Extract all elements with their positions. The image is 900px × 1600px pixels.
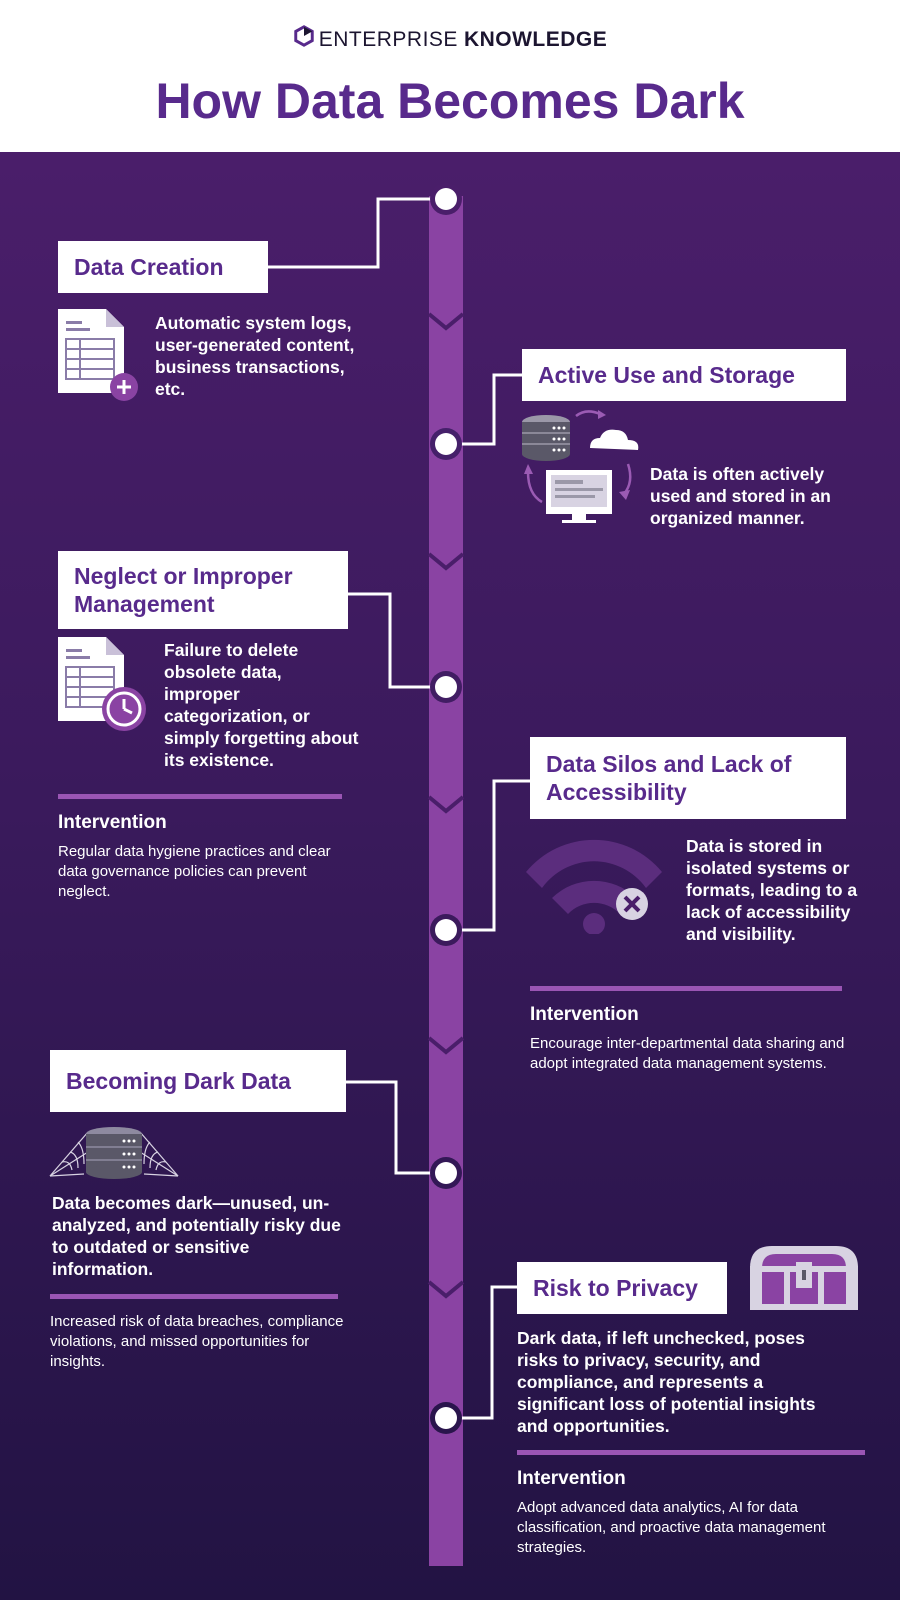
stage-divider [50, 1294, 338, 1299]
timeline-canvas: Data Creation Automatic system logs, use… [0, 152, 900, 1600]
brand-name-light: ENTERPRISE [318, 28, 458, 51]
timeline-node [435, 1162, 457, 1184]
intervention-text: Encourage inter-departmental data sharin… [530, 1035, 845, 1072]
timeline-connectors [268, 197, 530, 1420]
intervention-label: Intervention [58, 812, 167, 833]
server-cloud-computer-icon [522, 410, 639, 523]
stage-divider [58, 794, 342, 799]
stage-description: Dark data, if left unchecked, poses risk… [517, 1328, 816, 1436]
stage-title: Data Silos and Lack of Accessibility [546, 751, 792, 805]
brand-name-bold: KNOWLEDGE [463, 28, 608, 51]
stage-divider [530, 986, 842, 991]
stage-card-risk-privacy: Risk to Privacy [517, 1262, 727, 1314]
intervention-label: Intervention [530, 1004, 639, 1025]
timeline-node [435, 919, 457, 941]
timeline-graphic [268, 183, 530, 1566]
stage-title: Risk to Privacy [533, 1275, 698, 1301]
intervention-text: Adopt advanced data analytics, AI for da… [517, 1499, 826, 1556]
stage-description: Automatic system logs, user-generated co… [155, 313, 355, 399]
timeline-node [435, 188, 457, 210]
brand-logo: ENTERPRISE KNOWLEDGE [0, 25, 900, 52]
timeline-track [429, 196, 463, 1566]
intervention-text: Regular data hygiene practices and clear… [58, 843, 331, 900]
stage-description: Data becomes dark—unused, un-analyzed, a… [52, 1193, 341, 1279]
stage-description: Data is often actively used and stored i… [650, 464, 831, 528]
consequence-text: Increased risk of data breaches, complia… [50, 1313, 344, 1370]
stage-description: Failure to delete obsolete data, imprope… [164, 640, 359, 770]
stage-card-data-silos: Data Silos and Lack of Accessibility [530, 737, 846, 819]
timeline-node [435, 1407, 457, 1429]
stage-divider [517, 1450, 865, 1455]
intervention-label: Intervention [517, 1468, 626, 1489]
stage-title: Data Creation [74, 254, 224, 280]
page-title: How Data Becomes Dark [155, 73, 745, 129]
hexagon-logo-icon [294, 25, 314, 47]
stage-title: Active Use and Storage [538, 362, 795, 388]
document-plus-icon [58, 309, 138, 401]
header: ENTERPRISE KNOWLEDGE How Data Becomes Da… [0, 0, 900, 152]
wifi-disconnected-icon [526, 839, 662, 934]
timeline-nodes [430, 183, 462, 1434]
cobweb-database-icon [49, 1127, 179, 1179]
timeline-chevrons [427, 312, 465, 1299]
stage-card-becoming-dark: Becoming Dark Data [50, 1050, 346, 1112]
timeline-node [435, 676, 457, 698]
stage-title: Becoming Dark Data [66, 1068, 291, 1094]
stage-card-neglect: Neglect or Improper Management [58, 551, 348, 629]
stage-card-data-creation: Data Creation [58, 241, 268, 293]
timeline-node [435, 433, 457, 455]
stage-title: Neglect or Improper Management [74, 563, 293, 617]
stage-description: Data is stored in isolated systems or fo… [686, 836, 858, 944]
treasure-chest-icon [750, 1246, 858, 1310]
stage-card-active-use: Active Use and Storage [522, 349, 846, 401]
document-clock-icon [58, 637, 146, 731]
